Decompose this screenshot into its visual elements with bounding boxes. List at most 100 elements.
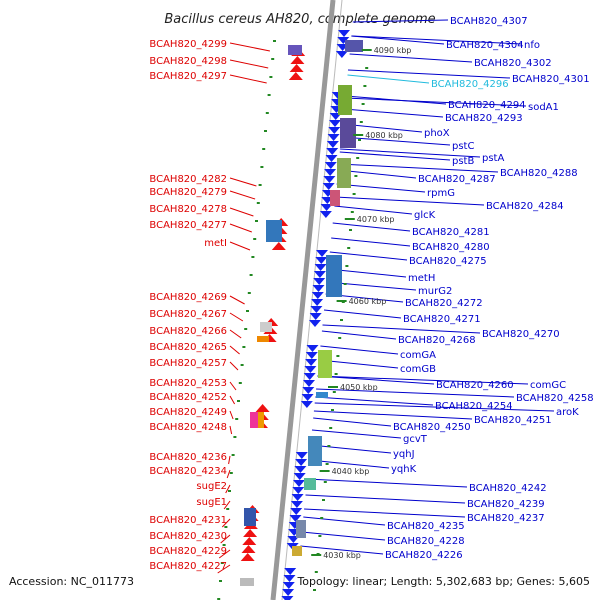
feature-block	[330, 190, 340, 206]
gene-arrow-right-strand	[313, 271, 326, 278]
right-gene-label-comgb: comGB	[400, 364, 436, 375]
gene-arrow-right-strand	[323, 176, 336, 183]
left-gene-label-bcah820-4252: BCAH820_4252	[149, 392, 227, 403]
right-gene-label-bcah820-4258: BCAH820_4258	[516, 393, 594, 404]
left-gene-label-suge1: sugE1	[196, 497, 227, 508]
right-leader-line	[301, 531, 386, 541]
gene-arrow-right-strand	[310, 306, 323, 313]
left-leader-line	[229, 190, 256, 200]
gene-arrow-right-strand	[302, 387, 315, 394]
left-gene-label-bcah820-4267: BCAH820_4267	[149, 309, 227, 320]
grid-mark	[350, 211, 354, 213]
feature-block	[244, 508, 256, 526]
right-leader-line	[311, 429, 402, 439]
grid-mark	[229, 472, 233, 474]
right-gene-label-bcah820-4239: BCAH820_4239	[467, 499, 545, 510]
grid-mark	[329, 427, 333, 429]
grid-mark	[336, 355, 340, 357]
gene-arrow-right-strand	[312, 285, 325, 292]
left-gene-label-bcah820-4249: BCAH820_4249	[149, 407, 227, 418]
gene-arrow-right-strand	[301, 394, 314, 401]
gene-arrow-left-strand	[243, 529, 258, 537]
right-gene-label-murg2: murG2	[418, 286, 452, 297]
left-gene-label-bcah820-4230: BCAH820_4230	[149, 531, 227, 542]
gene-arrow-left-strand	[241, 545, 256, 553]
right-leader-line	[331, 237, 411, 247]
gene-arrow-right-strand	[305, 359, 318, 366]
gene-arrow-left-strand	[242, 537, 257, 545]
gene-arrow-right-strand	[322, 183, 335, 190]
gene-arrow-right-strand	[324, 169, 337, 176]
left-leader-line	[225, 484, 231, 494]
gene-arrow-right-strand	[313, 278, 326, 285]
gene-arrow-right-strand	[338, 30, 350, 37]
right-leader-line	[322, 324, 481, 334]
left-gene-label-bcah820-4266: BCAH820_4266	[149, 326, 227, 337]
grid-mark	[343, 283, 347, 285]
right-gene-label-bcah820-4288: BCAH820_4288	[500, 168, 578, 179]
right-gene-label-bcah820-4250: BCAH820_4250	[393, 422, 471, 433]
gene-arrow-right-strand	[311, 299, 324, 306]
feature-block	[316, 392, 328, 398]
right-gene-label-bcah820-4294: BCAH820_4294	[448, 100, 526, 111]
gene-arrow-left-strand	[289, 64, 304, 72]
right-gene-label-bcah820-4307: BCAH820_4307	[450, 16, 528, 27]
feature-block	[338, 85, 352, 115]
gene-arrow-right-strand	[294, 466, 307, 473]
left-leader-line	[229, 241, 251, 251]
left-leader-line	[229, 223, 252, 233]
gene-arrow-right-strand	[324, 162, 337, 169]
gene-arrow-right-strand	[282, 589, 295, 596]
left-leader-line	[229, 42, 270, 52]
feature-block	[292, 546, 302, 556]
right-leader-line	[310, 444, 392, 454]
right-gene-label-pstb: pstB	[452, 156, 474, 167]
right-gene-label-nfo: nfo	[524, 40, 540, 51]
gene-arrow-right-strand	[326, 148, 339, 155]
grid-mark	[242, 346, 246, 348]
gene-arrow-right-strand	[309, 313, 322, 320]
grid-mark	[323, 481, 327, 483]
right-leader-line	[347, 74, 430, 84]
gene-arrow-right-strand	[305, 352, 318, 359]
left-leader-lines	[217, 42, 270, 574]
right-leader-line	[334, 205, 413, 215]
right-gene-label-bcah820-4280: BCAH820_4280	[412, 242, 490, 253]
feature-block	[345, 40, 363, 52]
right-leader-line	[316, 388, 515, 398]
gene-arrow-right-strand	[329, 120, 341, 127]
right-leader-lines	[300, 19, 555, 555]
right-gene-label-meth: metH	[408, 273, 435, 284]
gene-arrow-right-strand	[337, 37, 350, 44]
grid-mark	[264, 130, 267, 132]
scale-tick-label: 4040 kbp	[332, 467, 370, 476]
scale-tick-label: 4050 kbp	[340, 383, 378, 392]
right-gene-label-bcah820-4293: BCAH820_4293	[445, 113, 523, 124]
right-gene-label-bcah820-4268: BCAH820_4268	[398, 335, 476, 346]
feature-block	[266, 220, 282, 242]
grid-mark	[244, 328, 248, 330]
left-leader-line	[229, 345, 240, 355]
right-leader-line	[304, 508, 466, 518]
grid-mark	[320, 517, 324, 519]
right-gene-label-bcah820-4260: BCAH820_4260	[436, 380, 514, 391]
left-leader-line	[229, 312, 244, 322]
grid-mark	[363, 85, 367, 87]
gene-arrow-right-strand	[319, 211, 332, 218]
gene-arrow-right-strand	[303, 373, 316, 380]
left-gene-label-bcah820-4269: BCAH820_4269	[149, 292, 227, 303]
accession-label: Accession: NC_011773	[9, 575, 134, 588]
right-leader-line	[313, 410, 473, 420]
feature-block	[304, 478, 316, 490]
right-leader-line	[317, 375, 435, 385]
right-leader-line	[317, 375, 529, 385]
left-gene-label-bcah820-4231: BCAH820_4231	[149, 515, 227, 526]
left-leader-line	[229, 74, 267, 84]
feature-block	[260, 322, 272, 332]
grid-mark	[271, 58, 275, 60]
grid-mark	[258, 184, 262, 186]
right-gene-label-bcah820-4270: BCAH820_4270	[482, 329, 560, 340]
grid-mark	[269, 76, 273, 78]
